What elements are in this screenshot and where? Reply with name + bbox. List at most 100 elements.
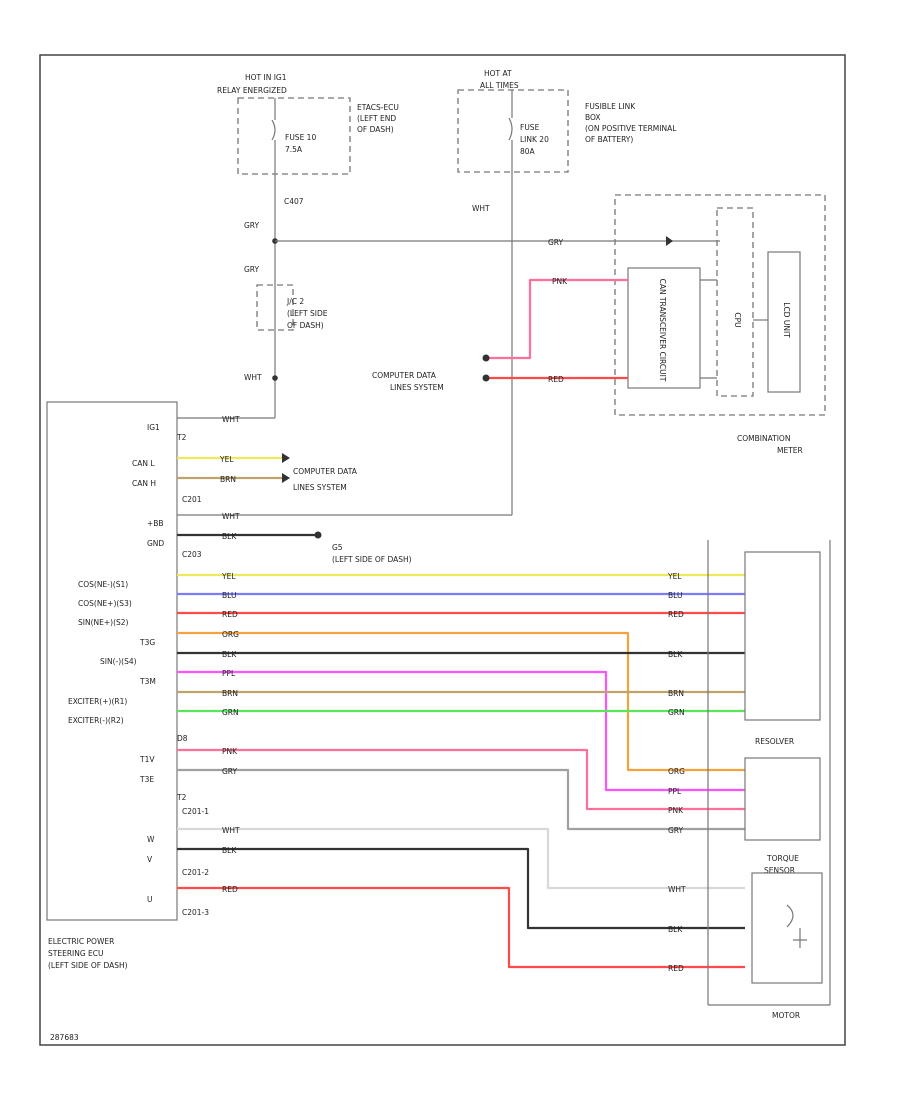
fusible-location-2: BOX [585,113,601,122]
ground-location: (LEFT SIDE OF DASH) [332,555,412,564]
can-terminal-2 [482,374,490,382]
wire-blk2-label-l: BLK [222,846,237,855]
wire-wht-label-r: WHT [668,885,686,894]
wire-red-label-l: RED [222,610,238,619]
resolver-block [744,551,821,721]
can-pnk-wire [486,278,628,360]
pin-bb: +BB [147,519,164,528]
canl-color: YEL [219,455,234,464]
ig1-wire-color: WHT [222,415,240,424]
connector-c2013: C201-3 [182,908,209,917]
wire-red2-label-l: RED [222,885,238,894]
wire-blu-label-r: BLU [668,591,682,600]
wire-ppl-label-r: PPL [668,787,682,796]
wire-yel-label-l: YEL [221,572,236,581]
wire-blk-label-r: BLK [668,650,683,659]
motor-label: MOTOR [772,1011,800,1020]
pin-w: W [147,835,155,844]
pin-motor-8: EXCITER(-)(R2) [68,716,124,725]
fusible-link-box [457,89,569,173]
cpu-label: CPU [733,312,742,327]
wire-blu-label-l: BLU [222,591,236,600]
pin-canl: CAN L [132,459,155,468]
relay-fuse-box [237,97,351,175]
feed-color-3: WHT [244,373,262,382]
pin-motor-3: SIN(NE+)(S2) [78,618,129,627]
wire-brn-label-l: BRN [222,689,238,698]
connector-c2011: C201-1 [182,807,209,816]
right-components: RESOLVER TORQUE SENSOR MOTOR [707,540,831,1020]
connector-arrow-icon [282,453,290,463]
pin-motor-1: COS(NE-)(S1) [78,580,128,589]
footer-code: 287683 [50,1033,79,1042]
computer-data-label-2: LINES SYSTEM [390,383,444,392]
connector-c201: C201 [182,495,202,504]
pin-motor-10: T1V [139,755,155,764]
relay-energized-label: RELAY ENERGIZED [217,86,287,95]
diagram-frame [39,54,846,1046]
computer-data-label-1: COMPUTER DATA [372,371,437,380]
fusible-wire-color: WHT [472,204,490,213]
gry-meter-label: GRY [548,238,564,247]
pin-motor-12: T2 [176,793,187,802]
wire-org-label-r: ORG [668,767,685,776]
relay-hot-label: HOT IN IG1 [245,73,287,82]
combination-meter-box [614,194,826,416]
ecu-label-3: (LEFT SIDE OF DASH) [48,961,128,970]
ground-icon [314,531,322,539]
resolver-label: RESOLVER [755,737,794,746]
meter-label-1: COMBINATION [737,434,790,443]
wire-wht-label-l: WHT [222,826,240,835]
pin-motor-4: T3G [139,638,155,647]
combination-meter-group: CAN TRANSCEIVER CIRCUIT CPU LCD UNIT COM… [614,194,826,455]
pin-motor-6: T3M [139,677,156,686]
fusible-location-3: (ON POSITIVE TERMINAL [585,124,677,133]
pin-v: V [147,855,153,864]
pin-t2: T2 [176,433,187,442]
can-terminal-1 [482,354,490,362]
connector-arrow-icon [666,236,673,246]
junction-label: J/C 2 [286,297,304,306]
wire-org [177,631,745,772]
relay-connector: C407 [284,197,304,206]
junction-location-2: OF DASH) [287,321,324,330]
wire-grn-label-l: GRN [222,708,239,717]
pin-ig1: IG1 [147,423,160,432]
connector-c2012: C201-2 [182,868,209,877]
torque-ground-icon [793,928,807,948]
wire-pnk-label-r: PNK [668,806,684,815]
fusible-hot-label: HOT AT [484,69,512,78]
canh-color: BRN [220,475,236,484]
fusible-symbol-icon [508,117,513,141]
torque-upper-block [744,757,821,841]
fusible-amp-label: 80A [520,147,536,156]
torque-coil-icon [786,904,794,928]
relay-fuse-label: FUSE 10 [285,133,316,142]
pin-motor-2: COS(NE+)(S3) [78,599,132,608]
fusible-times-label: ALL TIMES [480,81,519,90]
wire-pnk [177,748,745,811]
relay-fuse-group: HOT IN IG1 RELAY ENERGIZED FUSE 10 7.5A … [217,73,399,206]
relay-location-1: ETACS-ECU [357,103,399,112]
wire-blk-label-l: BLK [222,650,237,659]
can-pnk-label: PNK [552,277,568,286]
eps-ecu-box [46,401,178,921]
computer-data-2-label-1: COMPUTER DATA [293,467,358,476]
wire-gry-label-l: GRY [222,767,238,776]
can-transceiver-block [627,267,701,389]
motor-wires: YEL YEL BLU BLU RED RED ORG ORG BLK BLK … [177,572,745,973]
wire-wht [177,827,745,890]
ground-label: G5 [332,543,343,552]
splice-dot-2 [272,375,278,381]
fusible-link-label: LINK 20 [520,135,549,144]
lcd-block [767,251,801,393]
can-red-label: RED [548,375,564,384]
fusible-link-group: HOT AT ALL TIMES FUSE LINK 20 80A FUSIBL… [457,69,677,515]
relay-location-2: (LEFT END [357,114,396,123]
relay-location-3: OF DASH) [357,125,394,134]
junction-location-1: (LEFT SIDE [287,309,328,318]
pin-motor-11: T3E [139,775,154,784]
lcd-label: LCD UNIT [782,302,791,338]
